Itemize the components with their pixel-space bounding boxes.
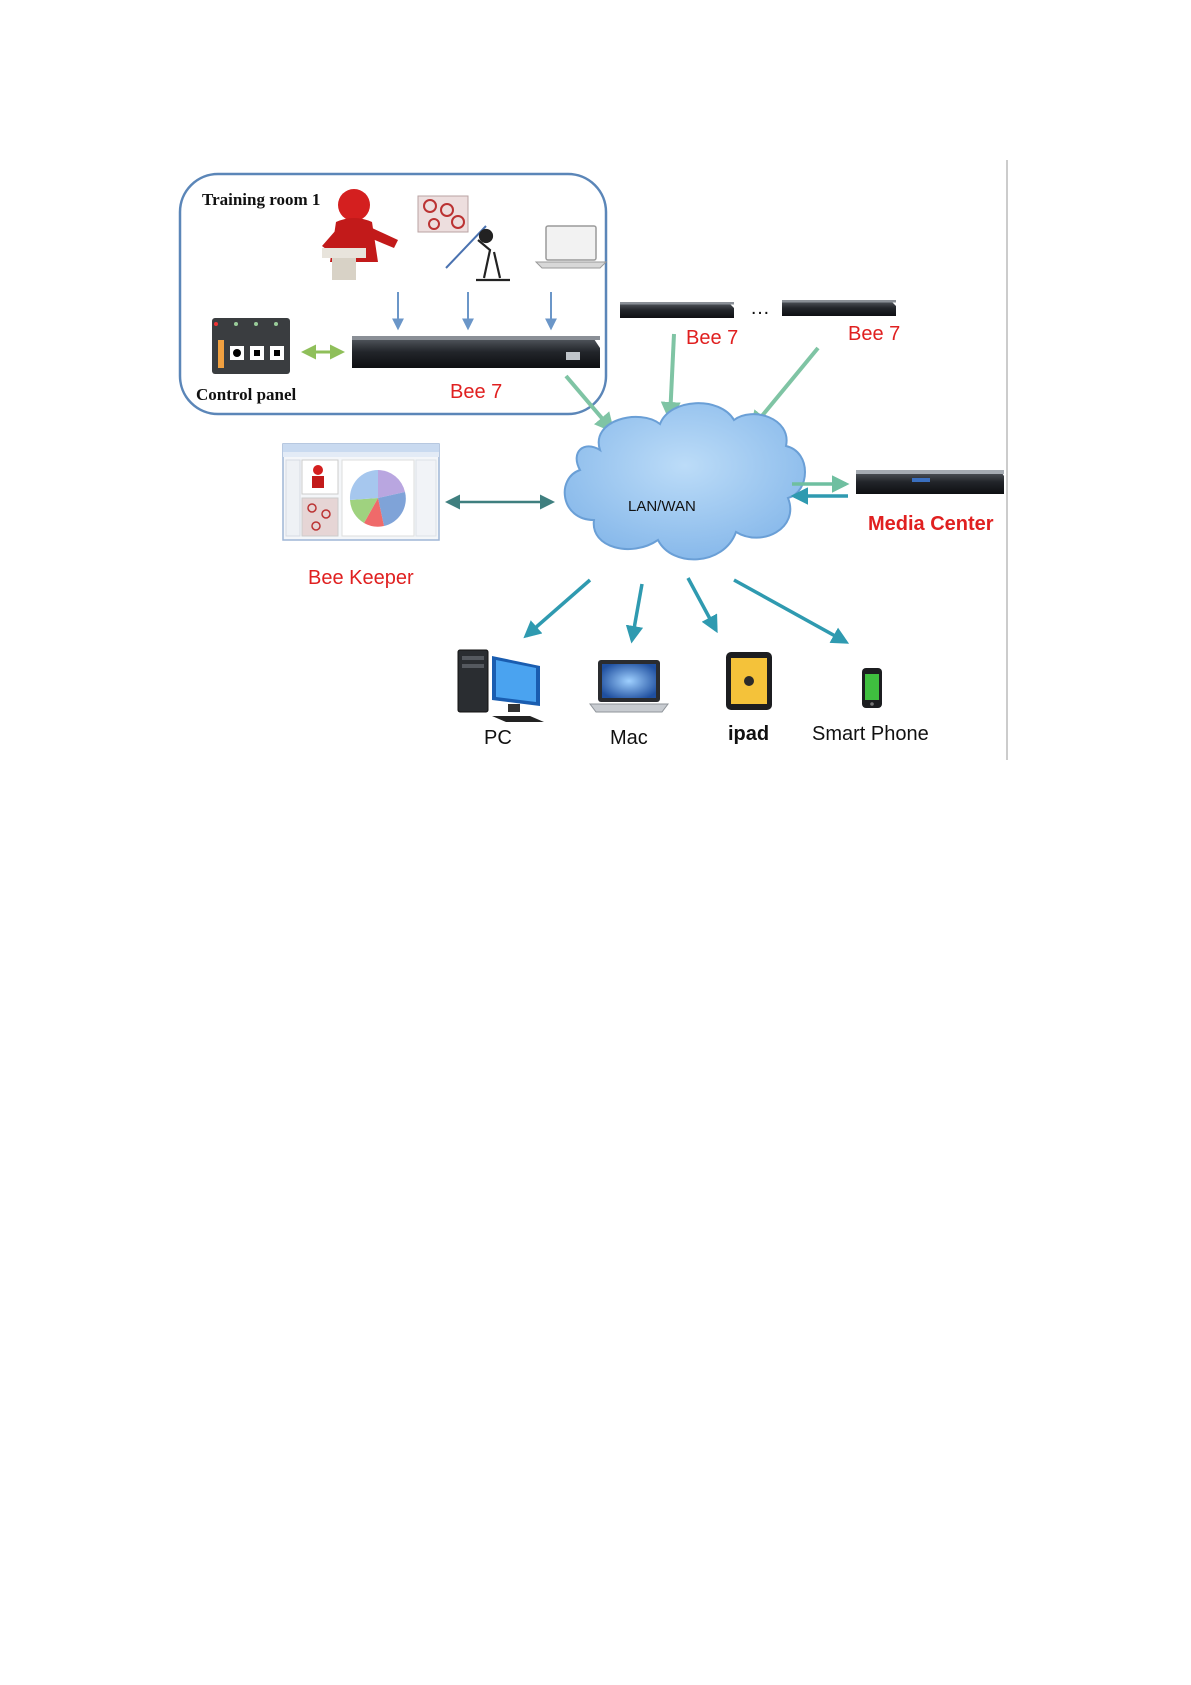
pc-icon: [458, 650, 544, 722]
presenter-icon: [322, 189, 398, 280]
control-panel-icon: [212, 318, 290, 374]
arrow-bee7mid-to-cloud: [670, 334, 674, 418]
bee7-right-label: Bee 7: [848, 323, 900, 345]
bee7-right-device-icon: [782, 300, 896, 316]
smart-phone-icon: [862, 668, 882, 708]
media-center-device-icon: [856, 470, 1004, 494]
laptop-icon: [536, 226, 606, 268]
training-room-box: [180, 174, 606, 414]
lan-wan-cloud-icon: [565, 403, 805, 559]
mac-label: Mac: [610, 727, 648, 749]
pc-label: PC: [484, 727, 512, 749]
bee7-room-label: Bee 7: [450, 381, 502, 403]
media-center-label: Media Center: [868, 513, 994, 535]
smart-phone-label: Smart Phone: [812, 723, 929, 745]
document-camera-icon: [476, 230, 510, 280]
training-room-label: Training room 1: [202, 190, 320, 209]
ipad-label: ipad: [728, 723, 769, 745]
lan-wan-label: LAN/WAN: [628, 498, 696, 515]
arrow-cloud-to-mac: [632, 584, 642, 640]
bee7-mid-label: Bee 7: [686, 327, 738, 349]
bee-keeper-screenshot-icon: [283, 444, 439, 540]
document-image-icon: [418, 196, 468, 232]
arrow-cloud-to-pc: [526, 580, 590, 636]
training-room-group: Training room 1: [180, 174, 606, 414]
bee7-mid-device-icon: [620, 302, 734, 318]
ellipsis: …: [750, 297, 770, 319]
mac-laptop-icon: [590, 660, 668, 712]
control-panel-label: Control panel: [196, 385, 297, 404]
bee7-room-device-icon: [352, 336, 600, 368]
bee-keeper-label: Bee Keeper: [308, 567, 414, 589]
ipad-icon: [726, 652, 772, 710]
arrow-cloud-to-smartphone: [734, 580, 846, 642]
arrow-cloud-to-ipad: [688, 578, 716, 630]
